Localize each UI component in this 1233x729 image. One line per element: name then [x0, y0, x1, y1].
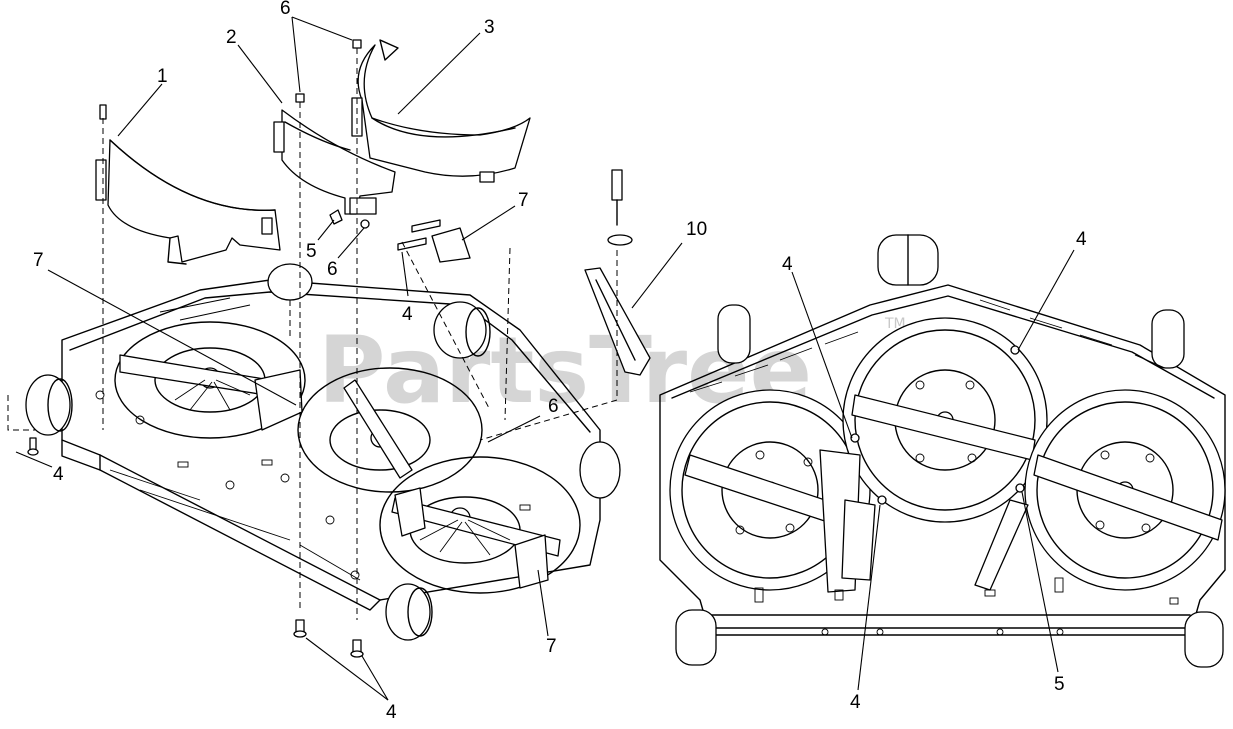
callout-numbers: 1 2 3 6 5 6 7 4 10 7 6 7 4 4 4 4 4 5	[33, 0, 1087, 723]
callout-7-top: 7	[518, 190, 529, 211]
callout-4-right-top-right: 4	[1076, 229, 1087, 250]
callout-10: 10	[686, 219, 707, 240]
callout-5-right: 5	[1054, 674, 1065, 695]
callout-4-right-top-left: 4	[782, 254, 793, 275]
callout-7-bottom: 7	[546, 636, 557, 657]
left-exploded-view	[7, 39, 651, 658]
callout-4-right-bottom: 4	[850, 692, 861, 713]
callout-4-mid: 4	[402, 304, 413, 325]
callout-6-left: 6	[327, 259, 338, 280]
fastener-parts	[99, 39, 471, 263]
callout-4-bottom: 4	[386, 702, 397, 723]
callout-2: 2	[226, 27, 237, 48]
bolts-bottom	[27, 437, 364, 658]
callout-5-left: 5	[306, 241, 317, 262]
callout-3: 3	[484, 17, 495, 38]
callout-4-left: 4	[53, 464, 64, 485]
baffle-part-2	[273, 109, 396, 215]
alignment-lines	[7, 48, 618, 620]
deck-housing-left	[25, 263, 621, 641]
callout-7-left: 7	[33, 250, 44, 271]
right-assembled-view	[659, 234, 1226, 668]
callout-1: 1	[157, 66, 168, 87]
callout-6-right: 6	[548, 396, 559, 417]
leader-lines	[15, 16, 1075, 701]
callout-6-top: 6	[280, 0, 291, 19]
baffle-part-3	[351, 39, 531, 183]
baffle-part-1	[95, 139, 281, 265]
